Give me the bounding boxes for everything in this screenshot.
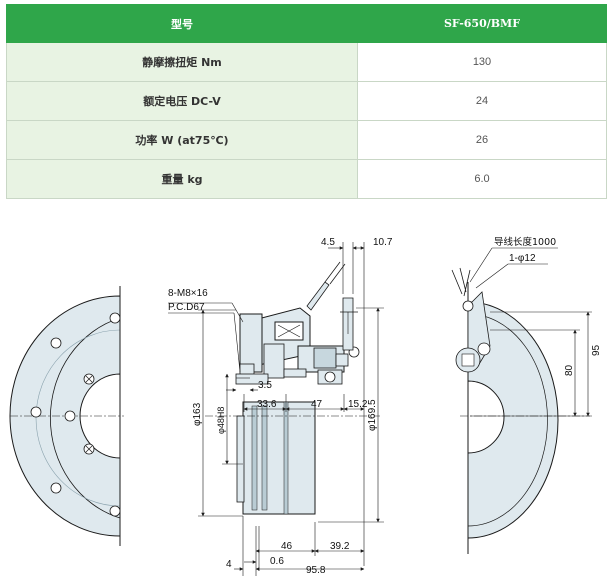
dim-3-5: 3.5: [258, 380, 272, 391]
spec-row-power: 功率 W (at75℃) 26: [6, 120, 607, 160]
dim-4-5: 4.5: [321, 237, 335, 248]
label-lead-dia: 1-φ12: [509, 253, 536, 264]
spec-label-torque: 静摩擦扭矩 Nm: [6, 42, 358, 82]
dim-phi-169-5: φ169.5: [367, 399, 378, 431]
dim-33-6: 33.6: [257, 399, 277, 410]
back-view-dim-lines: [469, 247, 592, 417]
dim-80: 80: [564, 364, 575, 376]
spec-header-row: 型号 SF-650/BMF: [6, 4, 607, 43]
spec-value-torque: 130: [357, 42, 607, 82]
spec-row-torque: 静摩擦扭矩 Nm 130: [6, 42, 607, 82]
spec-header-model: SF-650/BMF: [357, 4, 607, 43]
label-lead-length: 导线长度1000: [494, 236, 556, 248]
spec-table: 型号 SF-650/BMF 静摩擦扭矩 Nm 130 额定电压 DC-V 24 …: [6, 4, 607, 199]
dim-95: 95: [591, 344, 602, 356]
spec-value-voltage: 24: [357, 81, 607, 121]
dim-46: 46: [281, 541, 293, 552]
dim-4: 4: [226, 559, 232, 570]
label-bolt: 8-M8×16: [168, 288, 208, 299]
dim-10-7: 10.7: [373, 237, 393, 248]
technical-drawing: 4.5 10.7 8-M8×16 P.C.D67 3.5 33.6 47 15.…: [9, 236, 602, 576]
dim-95-8: 95.8: [306, 565, 326, 576]
front-view: [9, 286, 124, 546]
back-view: [451, 267, 590, 554]
spec-row-weight: 重量 kg 6.0: [6, 159, 607, 199]
spec-value-power: 26: [357, 120, 607, 160]
spec-label-power: 功率 W (at75℃): [6, 120, 358, 160]
spec-value-weight: 6.0: [357, 159, 607, 199]
spec-label-weight: 重量 kg: [6, 159, 358, 199]
dim-47: 47: [311, 399, 323, 410]
dim-phi-163: φ163: [192, 402, 203, 426]
spec-row-voltage: 额定电压 DC-V 24: [6, 81, 607, 121]
dim-0-6: 0.6: [270, 556, 284, 567]
side-view-dim-lines: [168, 242, 384, 576]
spec-label-voltage: 额定电压 DC-V: [6, 81, 358, 121]
spec-header-label: 型号: [6, 4, 358, 43]
label-pcd: P.C.D67: [168, 302, 205, 313]
dim-15-2: 15.2: [348, 399, 368, 410]
dim-phi-48: φ48H8: [216, 407, 226, 434]
side-view: [205, 261, 380, 515]
dim-39-2: 39.2: [330, 541, 350, 552]
